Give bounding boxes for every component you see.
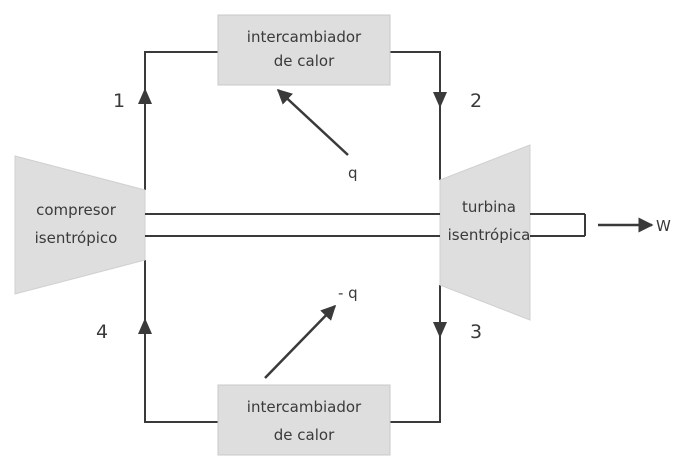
line-top-exchanger-to-turbine (390, 51, 441, 180)
state-point-3: 3 (470, 321, 482, 343)
top-exchanger-label-line1: intercambiador (247, 28, 362, 46)
line-turbine-to-bottom-exchanger (390, 285, 441, 423)
flow-arrow-4 (138, 318, 152, 334)
state-point-4: 4 (96, 321, 108, 343)
flow-arrow-2 (433, 92, 447, 108)
line-compressor-to-top-exchanger (144, 51, 218, 190)
turbine-shape (439, 144, 531, 321)
state-point-1: 1 (113, 90, 125, 112)
top-heat-exchanger-box (217, 14, 391, 86)
shaft-overlay (145, 213, 585, 237)
top-exchanger-label-line2: de calor (274, 52, 335, 70)
work-label: W (656, 217, 671, 235)
bottom-heat-exchanger-box (217, 384, 391, 456)
compressor-shape (14, 155, 146, 295)
heat-in-label: q (348, 164, 358, 182)
state-point-2: 2 (470, 90, 482, 112)
heat-in-arrow (276, 88, 349, 156)
heat-out-arrow (264, 304, 337, 379)
compressor-label-line2: isentrópico (35, 229, 118, 247)
compressor-label-line1: compresor (36, 201, 117, 219)
heat-out-label: - q (338, 284, 358, 302)
bottom-exchanger-label-line2: de calor (274, 426, 335, 444)
flow-arrow-1 (138, 88, 152, 104)
line-bottom-exchanger-to-compressor (144, 260, 218, 423)
turbine-label-line1: turbina (462, 198, 516, 216)
flow-arrow-3 (433, 322, 447, 338)
bottom-exchanger-label-line1: intercambiador (247, 398, 362, 416)
turbine-label-line2: isentrópica (448, 226, 531, 244)
